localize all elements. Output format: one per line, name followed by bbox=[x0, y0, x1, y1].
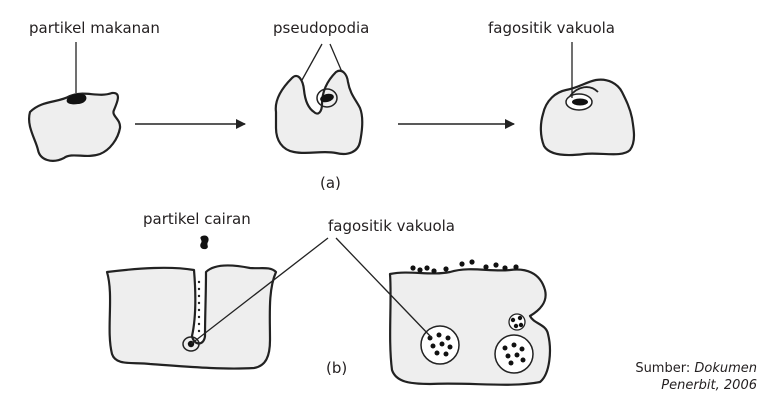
vacuole-right-contents bbox=[502, 342, 526, 366]
caption-a: (a) bbox=[320, 174, 341, 192]
label-food-particle: partikel makanan bbox=[29, 19, 160, 37]
surface-particles bbox=[410, 259, 519, 274]
cell-3-vacuole bbox=[539, 42, 636, 157]
label-phagocytic-vacuole-a: fagositik vakuola bbox=[488, 19, 615, 37]
vacuole-forming-contents bbox=[510, 315, 524, 329]
source-line-1: Sumber: Dokumen bbox=[635, 361, 757, 376]
fluid-dots-column bbox=[197, 280, 201, 333]
fluid-particle bbox=[200, 235, 209, 250]
source-prefix: Sumber: bbox=[635, 361, 694, 376]
pinocytic-vacuole bbox=[182, 336, 200, 352]
food-particle-engulfed bbox=[320, 93, 334, 103]
panel-b: partikel cairan fagositik vakuola (b) bbox=[105, 210, 551, 386]
label-fluid-particle: partikel cairan bbox=[143, 210, 251, 228]
pointer-vacuole-b-right bbox=[335, 237, 433, 339]
label-phagocytic-vacuole-b: fagositik vakuola bbox=[328, 217, 455, 235]
caption-b: (b) bbox=[326, 359, 347, 377]
cell-phagocytosis-b bbox=[388, 259, 551, 386]
food-particle bbox=[66, 93, 87, 105]
vacuole-right bbox=[494, 334, 534, 374]
label-pseudopodia: pseudopodia bbox=[273, 19, 369, 37]
source-title: Dokumen bbox=[694, 361, 757, 376]
pointer-pseudopod-left bbox=[301, 43, 323, 81]
source-credit: Sumber: Dokumen Penerbit, 2006 bbox=[635, 361, 757, 393]
pointer-pseudopod-right bbox=[329, 43, 343, 73]
forming-vacuole bbox=[316, 88, 338, 108]
cell-pinocytosis bbox=[105, 235, 278, 370]
cell-2-pseudopodia bbox=[274, 43, 364, 156]
pointer-vacuole-b-left bbox=[190, 237, 329, 345]
panel-a: partikel makanan pseudopodia fagositik v… bbox=[28, 19, 636, 192]
source-line-2: Penerbit, 2006 bbox=[661, 378, 757, 393]
food-particle-vacuole bbox=[572, 98, 588, 106]
cell-1-amoeba bbox=[28, 42, 122, 162]
